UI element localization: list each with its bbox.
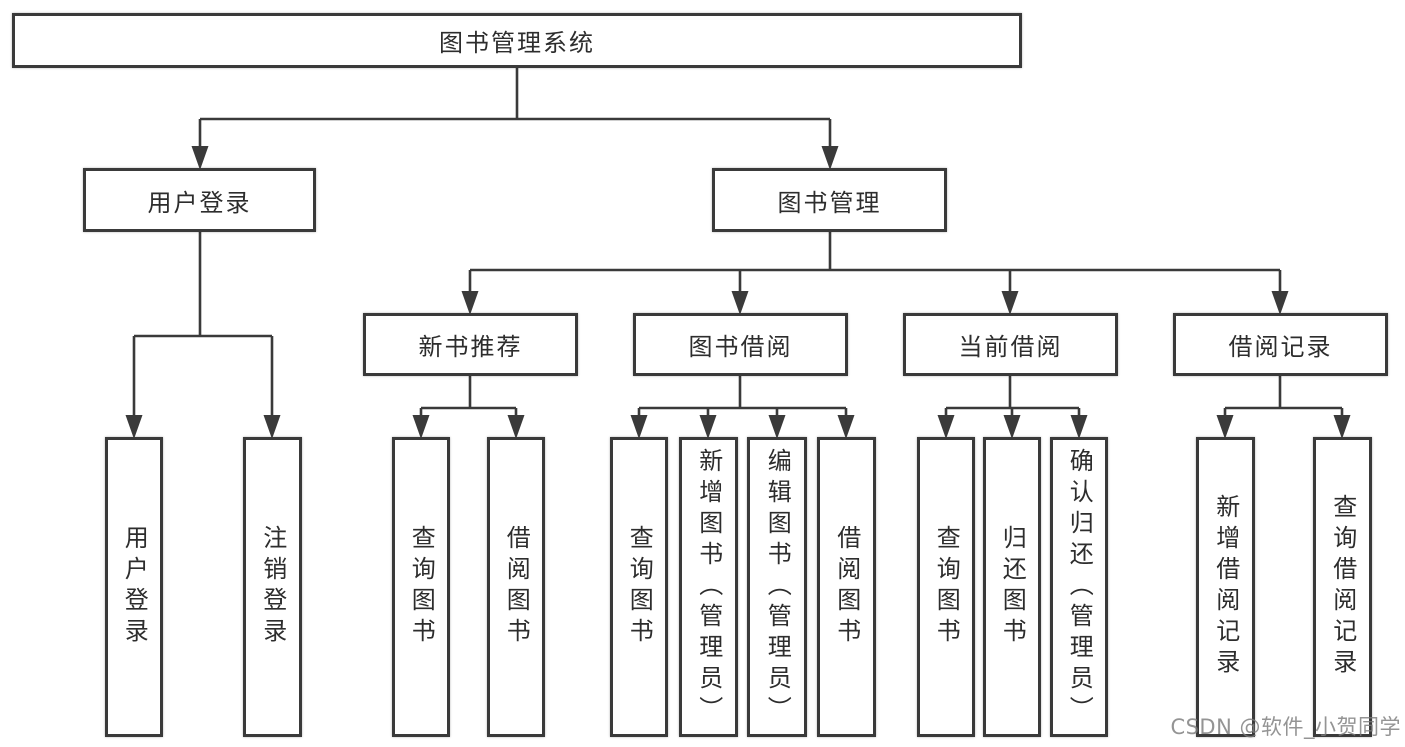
node-borrow-records-label: 借阅记录 [1228,333,1333,361]
leaf-borrow-books-recommend-label: 借阅图书 [502,525,531,649]
leaf-edit-books-admin: 编辑图书（管理员） [747,437,807,737]
node-borrow-records: 借阅记录 [1173,313,1388,376]
leaf-add-borrow-record: 新增借阅记录 [1196,437,1255,737]
leaf-return-books-label: 归还图书 [998,525,1027,649]
leaf-query-books-borrow: 查询图书 [610,437,668,737]
node-new-book-recommend-label: 新书推荐 [418,333,523,361]
node-current-borrow: 当前借阅 [903,313,1118,376]
node-new-book-recommend: 新书推荐 [363,313,578,376]
node-user-login: 用户登录 [83,168,316,232]
leaf-borrow-books: 借阅图书 [817,437,876,737]
leaf-confirm-return-admin-label: 确认归还（管理员） [1065,447,1094,727]
leaf-logout-login: 注销登录 [243,437,302,737]
leaf-borrow-books-recommend: 借阅图书 [487,437,545,737]
leaf-add-borrow-record-label: 新增借阅记录 [1211,494,1240,680]
leaf-query-borrow-record-label: 查询借阅记录 [1328,494,1357,680]
leaf-borrow-books-label: 借阅图书 [832,525,861,649]
leaf-query-books-current-label: 查询图书 [932,525,961,649]
leaf-query-books-borrow-label: 查询图书 [625,525,654,649]
node-root-system: 图书管理系统 [12,13,1022,68]
arrowhead-icons [125,146,1351,439]
leaf-return-books: 归还图书 [983,437,1041,737]
csdn-watermark: CSDN @软件_小贺同学 [1170,715,1401,739]
node-root-label: 图书管理系统 [439,29,595,57]
node-book-borrow: 图书借阅 [633,313,848,376]
leaf-user-login-label: 用户登录 [120,525,149,649]
leaf-user-login: 用户登录 [105,437,163,737]
leaf-query-books-recommend-label: 查询图书 [407,525,436,649]
leaf-edit-books-admin-label: 编辑图书（管理员） [763,447,792,727]
leaf-confirm-return-admin: 确认归还（管理员） [1050,437,1108,737]
node-book-management-label: 图书管理 [777,188,882,217]
leaf-logout-login-label: 注销登录 [258,525,287,649]
leaf-query-books-recommend: 查询图书 [392,437,450,737]
node-current-borrow-label: 当前借阅 [958,333,1063,361]
node-book-management: 图书管理 [712,168,947,232]
leaf-add-books-admin-label: 新增图书（管理员） [694,447,723,727]
leaf-query-borrow-record: 查询借阅记录 [1313,437,1372,737]
leaf-add-books-admin: 新增图书（管理员） [679,437,738,737]
leaf-query-books-current: 查询图书 [917,437,975,737]
node-user-login-label: 用户登录 [147,188,252,217]
node-book-borrow-label: 图书借阅 [688,333,793,361]
